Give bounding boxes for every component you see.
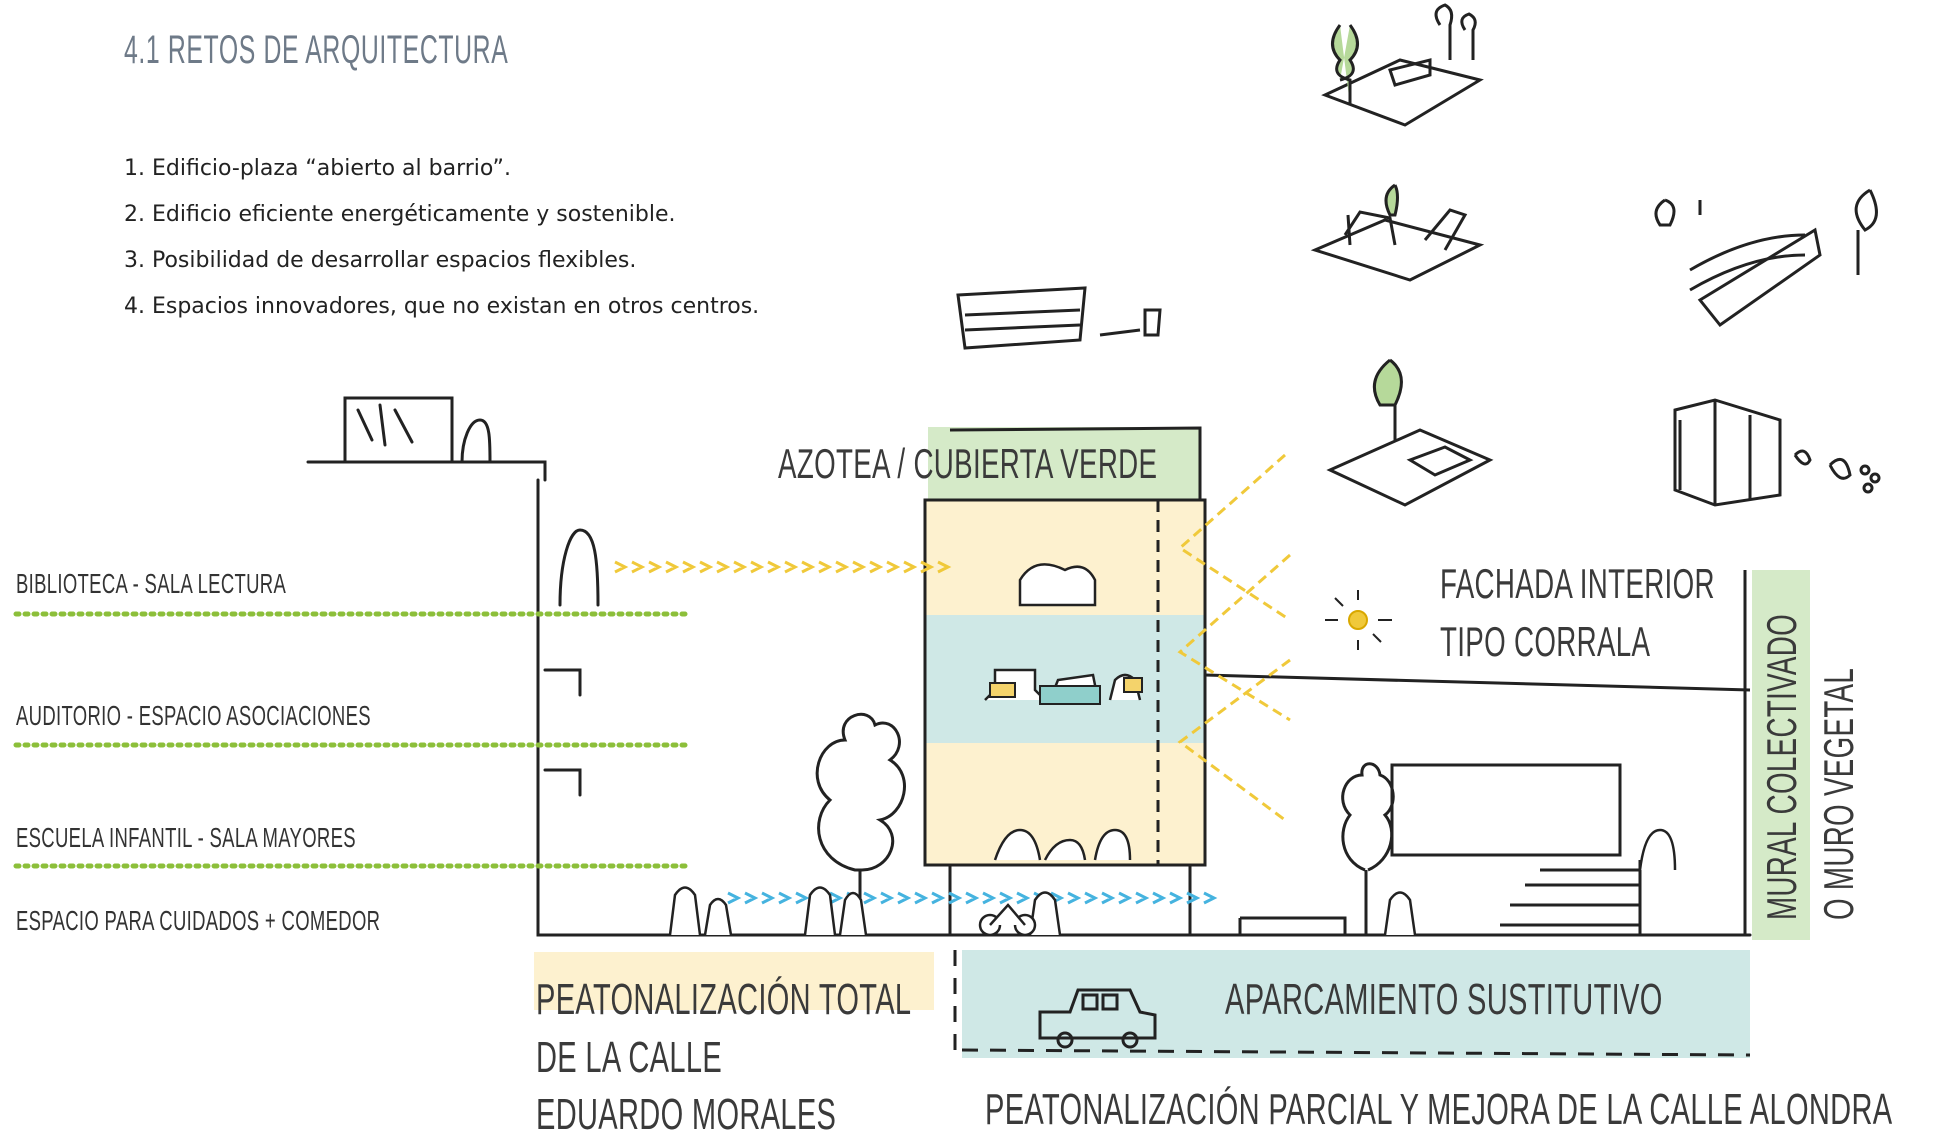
goal-item: 4. Espacios innovadores, que no existan … [124,294,760,319]
goal-item: 3. Posibilidad de desarrollar espacios f… [124,248,637,273]
right-elements [1238,570,1747,937]
label-azotea: AZOTEA / CUBIERTA VERDE [778,440,1158,487]
yellow-arrows [614,453,1291,822]
playground-icon [1310,183,1485,282]
label-auditorio: AUDITORIO - ESPACIO ASOCIACIONES [16,700,371,731]
yellow-sign [1123,677,1143,693]
blue-arrows [727,891,1218,905]
left-building [306,396,1752,937]
label-mural: MURAL COLECTIVADO [1758,614,1805,920]
park-bench-icon [1321,3,1484,127]
label-cuidados: ESPACIO PARA CUIDADOS + COMEDOR [16,905,381,936]
peatonal-band [534,952,934,1010]
label-aparcamiento: APARCAMIENTO SUSTITUTIVO [1225,975,1663,1024]
floor-dotted-lines [13,611,693,869]
label-peatonal-total-2: DE LA CALLE [536,1033,723,1082]
label-fachada-line2: TIPO CORRALA [1440,618,1651,665]
goal-item: 1. Edificio-plaza “abierto al barrio”. [124,156,511,181]
section-title: 4.1 RETOS DE ARQUITECTURA [124,28,509,72]
planter-icon [956,286,1162,350]
yellow-flag [989,682,1016,698]
sandbox-icon [1326,358,1494,507]
label-peatonal-total-1: PEATONALIZACIÓN TOTAL [536,975,912,1024]
goal-item: 2. Edificio eficiente energéticamente y … [124,202,676,227]
label-muro: O MURO VEGETAL [1815,667,1862,920]
teal-banner [1039,685,1101,705]
market-stall-icon [1673,398,1881,507]
label-peatonal-parcial: PEATONALIZACIÓN PARCIAL Y MEJORA DE LA C… [985,1085,1893,1134]
label-fachada-line1: FACHADA INTERIOR [1440,560,1715,607]
label-biblioteca: BIBLIOTECA - SALA LECTURA [16,568,287,599]
greenhouse-icon [1654,188,1878,328]
green-roof-band [928,427,1200,499]
car-icon [1038,988,1157,1049]
parking-edges [953,950,1751,1057]
label-escuela: ESCUELA INFANTIL - SALA MAYORES [16,822,356,853]
label-peatonal-total-3: EDUARDO MORALES [536,1090,837,1139]
sun-icon [1325,590,1392,650]
mural-band [1752,570,1810,940]
parking-band [962,950,1750,1058]
